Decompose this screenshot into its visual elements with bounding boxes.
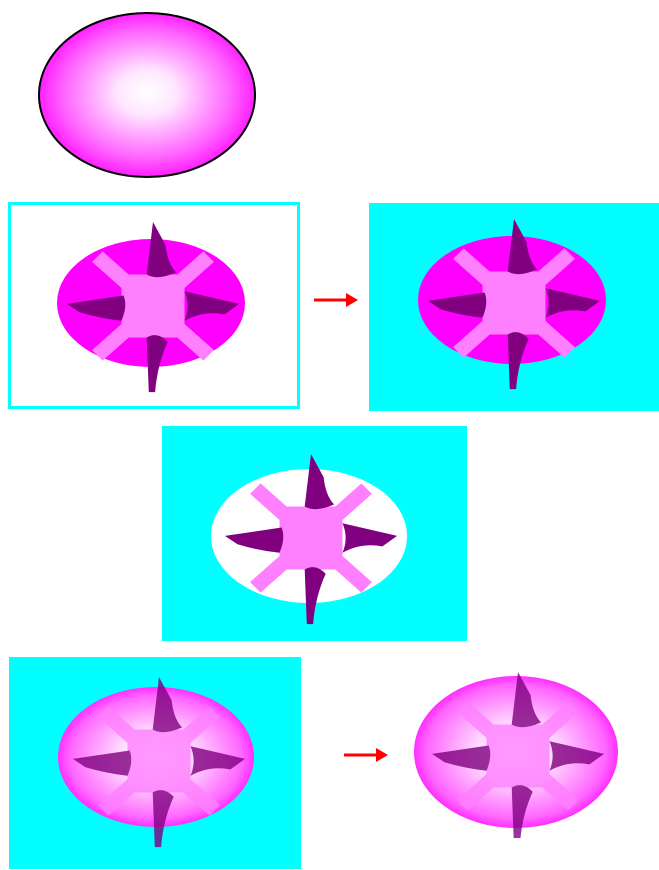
right-arrow-icon	[312, 290, 360, 310]
gradient-oval	[36, 10, 258, 180]
panel-flower-gradient-cyan-bg	[9, 657, 301, 869]
panel-flower-gradient-no-bg	[408, 670, 624, 838]
panel-flower-cyan-bg	[369, 203, 659, 411]
panel-flower-mask-white	[162, 426, 467, 641]
panel-flower-white-bg	[8, 202, 300, 409]
right-arrow-icon	[342, 745, 390, 765]
